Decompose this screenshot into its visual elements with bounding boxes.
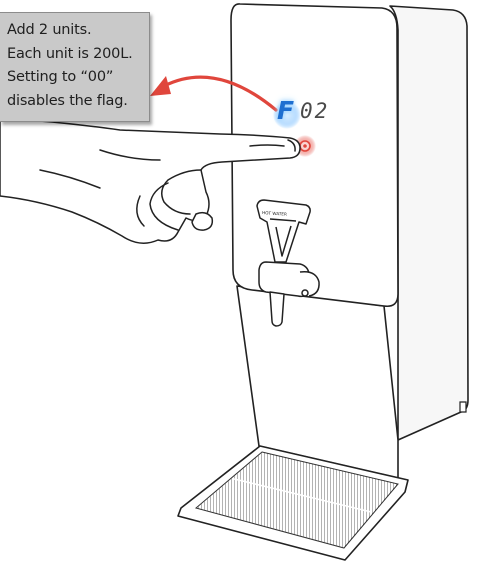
- dispenser-foot: [460, 402, 466, 412]
- callout-line-3: Setting to “00”: [7, 66, 149, 90]
- display-flag-letter: F: [277, 96, 294, 125]
- display-digits: 02: [300, 99, 329, 123]
- dispenser-body: [231, 4, 468, 478]
- callout-line-2: Each unit is 200L.: [7, 43, 149, 67]
- instruction-callout: Add 2 units. Each unit is 200L. Setting …: [0, 12, 150, 122]
- callout-line-4: disables the flag.: [7, 90, 149, 114]
- callout-line-1: Add 2 units.: [7, 19, 149, 43]
